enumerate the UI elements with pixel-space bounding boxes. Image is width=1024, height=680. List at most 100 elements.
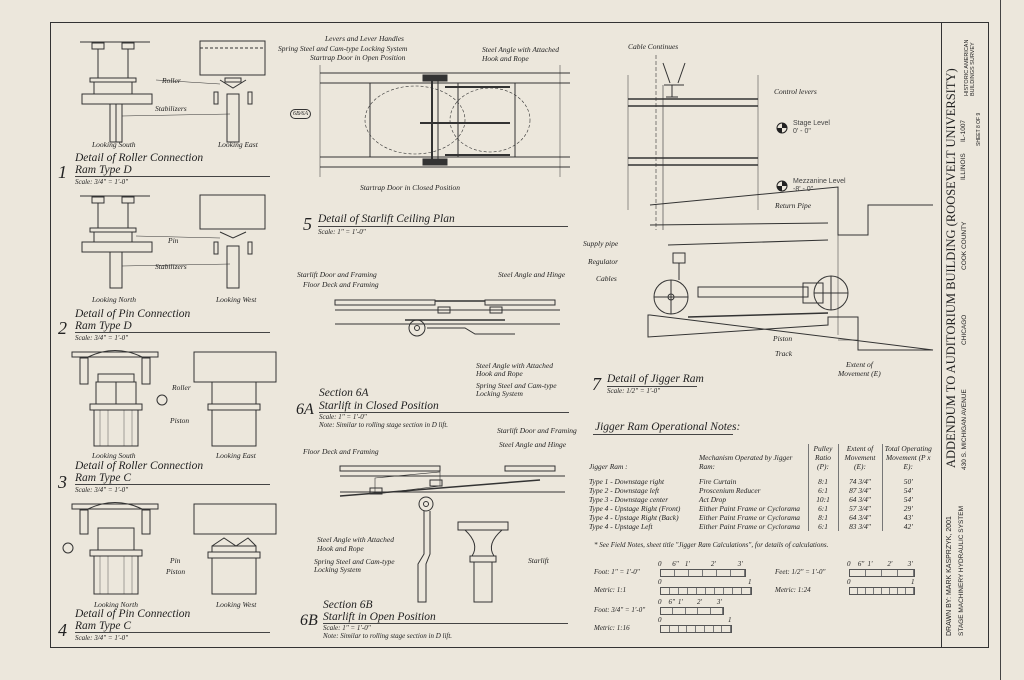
section-6a-label-locking: Locking System <box>476 389 523 398</box>
scale-tick-label: 2' <box>887 560 893 568</box>
scale-division <box>874 588 882 594</box>
detail-7-label-supply-pipe: Supply pipe <box>583 239 619 248</box>
section-6a-label-starlift-door: Starlift Door and Framing <box>297 270 377 279</box>
scale-bar <box>660 587 752 595</box>
mezzanine-level-elevation: -8' - 0" <box>793 186 814 193</box>
column-header: Pulley Ratio (P): <box>807 444 838 477</box>
scale-division <box>686 608 699 614</box>
detail-3-label-roller: Roller <box>172 383 191 392</box>
table-cell: Act Drop <box>699 495 727 504</box>
scale-tick-label: 1 <box>748 578 752 586</box>
scale-division <box>882 588 890 594</box>
detail-2-label-looking-north: Looking North <box>92 295 136 304</box>
column-header: Extent of Movement (E): <box>837 444 882 477</box>
scale-bar <box>660 625 732 633</box>
table-cell: 6:1 <box>807 486 838 495</box>
scale-division <box>705 626 714 632</box>
scale-label: Foot: 3/4" = 1'-0" <box>594 606 646 614</box>
scale-tick-label: 0 <box>658 598 662 606</box>
section-6a-heading: Section 6A <box>319 387 369 399</box>
detail-7-label-cables: Cables <box>596 274 617 283</box>
table-cell: 50' <box>881 477 934 486</box>
detail-3-label-looking-east: Looking East <box>216 451 256 460</box>
detail-4-label-piston: Piston <box>166 567 186 576</box>
scale-tick-label: 1' <box>677 598 683 606</box>
section-6a-note: Note: Similar to rolling stage section i… <box>319 421 449 429</box>
scale-tick-label: 0 <box>847 560 851 568</box>
detail-4-underline <box>75 632 270 633</box>
section-6b-title: Starlift in Open Position <box>323 611 436 623</box>
table-cell: Type 4 - Upstage Left <box>589 522 653 531</box>
table-cell: Either Paint Frame or Cyclorama <box>699 513 800 522</box>
detail-2-title-line: Detail of Pin Connection <box>75 308 191 320</box>
table-cell: Type 1 - Downstage right <box>589 477 664 486</box>
detail-4-label-looking-west: Looking West <box>216 600 257 609</box>
table-cell: 54' <box>881 495 934 504</box>
project-state: ILLINOIS <box>960 153 967 180</box>
detail-1-label-looking-east: Looking East <box>218 140 258 149</box>
scale-tick-label: 0 <box>658 560 662 568</box>
scale-division <box>689 570 703 576</box>
detail-3-label-piston: Piston <box>170 416 190 425</box>
section-6a-label-steel-angle-hinge: Steel Angle and Hinge <box>498 270 566 279</box>
scale-division <box>724 588 733 594</box>
table-cell: Proscenium Reducer <box>699 486 761 495</box>
scale-tick-label: 1 <box>911 578 915 586</box>
scale-tick-label: 0 <box>658 616 662 624</box>
detail-1-title-line: Detail of Roller Connection <box>75 152 204 164</box>
project-city: CHICAGO <box>961 314 968 345</box>
detail-5-drawing <box>310 65 570 180</box>
table-cell: 57 3/4" <box>837 504 882 513</box>
section-6b-underline <box>323 623 568 624</box>
detail-7-label-control-levers: Control levers <box>774 87 817 96</box>
scale-division <box>675 570 689 576</box>
scale-tick-label: 0 <box>658 578 662 586</box>
section-6b-label-spring-steel: Spring Steel and Cam-type <box>314 557 395 566</box>
detail-5-number: 5 <box>303 214 312 234</box>
scale-tick-label: 6" <box>668 598 675 606</box>
table-cell: 6:1 <box>807 522 838 531</box>
scale-division <box>679 588 688 594</box>
detail-3-label-looking-south: Looking South <box>92 451 136 460</box>
table-cell: Type 4 - Upstage Right (Back) <box>589 513 679 522</box>
detail-1-label-roller: Roller <box>162 76 181 85</box>
scale-division <box>679 626 688 632</box>
detail-7-label-movement: Movement (E) <box>838 369 881 378</box>
mezzanine-level-name: Mezzanine Level <box>793 178 846 185</box>
detail-7-label-extent: Extent of <box>846 360 873 369</box>
scale-division <box>670 626 679 632</box>
detail-7-label-track: Track <box>775 349 793 358</box>
section-6a-drawing <box>335 298 575 348</box>
detail-4-subtitle: Ram Type C <box>75 620 132 632</box>
detail-1-number: 1 <box>58 162 67 182</box>
table-cell: 87 3/4" <box>837 486 882 495</box>
scale-division <box>722 626 731 632</box>
detail-4-label-pin: Pin <box>170 556 181 565</box>
scale-bar <box>660 607 724 615</box>
detail-4-scale: Scale: 3/4" = 1'-0" <box>75 634 129 642</box>
scale-division <box>661 626 670 632</box>
table-cell: 43' <box>881 513 934 522</box>
scale-tick-label: 2' <box>697 598 703 606</box>
drawing-border <box>50 22 942 648</box>
section-6a-title: Starlift in Closed Position <box>319 400 439 412</box>
scale-division <box>890 588 898 594</box>
section-reference-tag[interactable]: 6B/6A <box>290 109 311 119</box>
drawn-by: DRAWN BY: MARK KASPRZYK, 2001 <box>946 516 953 636</box>
table-cell: 74 3/4" <box>837 477 882 486</box>
detail-1-label-stabilizers: Stabilizers <box>155 104 187 113</box>
table-cell: Type 4 - Upstage Right (Front) <box>589 504 681 513</box>
section-6b-label-steel-angle: Steel Angle with Attached <box>317 535 394 544</box>
scale-bar <box>849 569 915 577</box>
scale-tick-label: 3' <box>907 560 913 568</box>
section-6b-label-steel-angle-hinge: Steel Angle and Hinge <box>499 440 567 449</box>
table-cell: Either Paint Frame or Cyclorama <box>699 522 800 531</box>
detail-7-underline <box>607 386 697 387</box>
scale-division <box>866 588 874 594</box>
scale-tick-label: 3' <box>737 560 743 568</box>
scale-division <box>661 570 675 576</box>
detail-3-number: 3 <box>58 472 67 492</box>
scale-division <box>661 588 670 594</box>
table-row: Type 4 - Upstage Right (Back) Either Pain… <box>588 513 934 522</box>
table-cell: 8:1 <box>807 513 838 522</box>
